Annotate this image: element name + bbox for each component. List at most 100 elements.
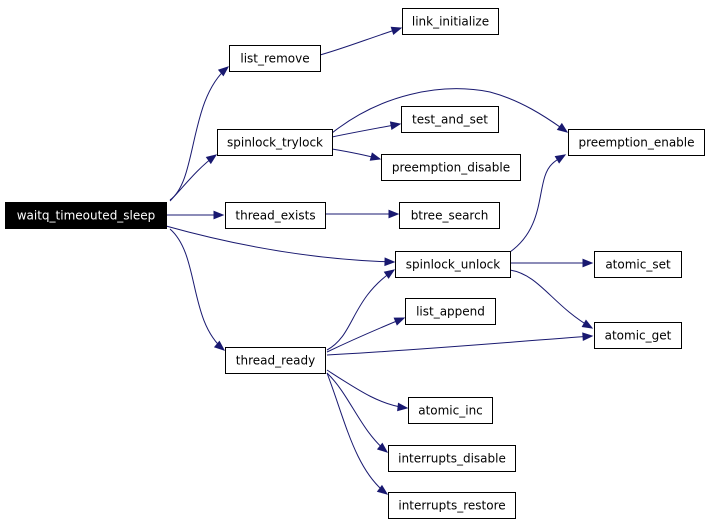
edge-thread_ready-to-interrupts_restore [326,372,389,495]
edge-line [326,369,408,409]
node-box [395,251,511,278]
node-box [568,129,705,156]
node-label: spinlock_trylock [227,136,323,150]
node-label: test_and_set [412,113,488,127]
node-thread_exists[interactable]: thread_exists [225,202,326,229]
node-box [401,106,499,133]
edge-line [319,27,402,56]
edge-line [326,372,388,453]
node-box [388,445,516,472]
edge-line [165,225,395,263]
arrow-head-icon [556,122,569,133]
arrow-head-icon [393,317,406,326]
edge-line [326,335,593,356]
edge-thread_exists-to-btree_search [325,209,400,219]
node-box [225,202,326,229]
call-graph-edges [165,26,594,495]
node-interrupts_disable[interactable]: interrupts_disable [388,445,516,472]
node-box [381,154,521,181]
node-box [594,251,682,278]
edge-line [169,228,225,351]
node-box [217,129,333,156]
node-label: thread_ready [236,354,315,368]
node-spinlock_trylock[interactable]: spinlock_trylock [217,129,333,156]
arrow-head-icon [383,269,396,279]
edge-waitq_timeouted_sleep-to-thread_ready [169,228,226,351]
edge-thread_ready-to-list_append [326,317,406,353]
arrow-head-icon [217,66,230,77]
node-atomic_set[interactable]: atomic_set [594,251,682,278]
edge-line [326,372,388,495]
arrow-head-icon [213,340,226,351]
node-label: waitq_timeouted_sleep [17,209,156,223]
edge-spinlock_trylock-to-preemption_enable [331,88,569,134]
node-box [399,202,500,229]
node-spinlock_unlock[interactable]: spinlock_unlock [395,251,511,278]
node-box [229,45,321,72]
node-label: spinlock_unlock [406,258,501,272]
edge-spinlock_unlock-to-atomic_set [510,258,594,268]
edge-thread_ready-to-atomic_inc [326,369,409,412]
arrow-head-icon [554,154,567,164]
node-test_and_set[interactable]: test_and_set [401,106,499,133]
node-label: atomic_get [605,329,672,343]
call-graph-nodes: waitq_timeouted_sleep list_remove link_ini… [5,8,705,519]
edge-spinlock_unlock-to-atomic_get [509,269,594,329]
node-label: interrupts_disable [398,452,506,466]
arrow-head-icon [376,442,389,453]
arrow-head-icon [205,154,218,165]
edge-thread_ready-to-interrupts_disable [326,372,389,453]
arrow-head-icon [582,258,594,268]
node-label: interrupts_restore [398,499,505,513]
arrow-head-icon [376,484,389,495]
node-label: preemption_disable [392,161,510,175]
node-thread_ready[interactable]: thread_ready [225,347,326,374]
node-label: link_initialize [412,15,489,29]
node-atomic_get[interactable]: atomic_get [594,322,682,349]
edge-spinlock_trylock-to-test_and_set [331,121,402,138]
edge-spinlock_unlock-to-preemption_enable [509,154,567,253]
node-preemption_disable[interactable]: preemption_disable [381,154,521,181]
arrow-head-icon [582,332,594,342]
node-waitq_timeouted_sleep[interactable]: waitq_timeouted_sleep [5,202,167,229]
edge-thread_ready-to-atomic_get [326,332,594,356]
node-link_initialize[interactable]: link_initialize [402,8,499,35]
node-label: btree_search [411,209,489,223]
node-box [594,322,682,349]
node-box [225,347,326,374]
edge-line [326,269,395,351]
node-box [5,202,167,229]
node-box [405,298,496,325]
node-label: thread_exists [235,209,315,223]
edge-line [169,154,217,202]
node-label: preemption_enable [578,136,694,150]
arrow-head-icon [388,209,400,219]
node-atomic_inc[interactable]: atomic_inc [408,397,493,424]
node-label: atomic_set [605,258,671,272]
node-label: atomic_inc [418,404,483,418]
node-box [388,492,516,519]
arrow-head-icon [369,152,382,161]
edge-spinlock_trylock-to-preemption_disable [331,148,382,161]
node-label: list_append [416,305,485,319]
edge-list_remove-to-link_initialize [319,26,403,56]
edge-line [331,88,568,134]
node-list_append[interactable]: list_append [405,298,496,325]
node-btree_search[interactable]: btree_search [399,202,500,229]
node-interrupts_restore[interactable]: interrupts_restore [388,492,516,519]
node-box [408,397,493,424]
node-list_remove[interactable]: list_remove [229,45,321,72]
node-preemption_enable[interactable]: preemption_enable [568,129,705,156]
node-label: list_remove [240,52,309,66]
edge-line [326,317,405,353]
arrow-head-icon [581,319,594,329]
edge-thread_ready-to-spinlock_unlock [326,269,396,351]
arrow-head-icon [397,402,409,412]
node-box [402,8,499,35]
arrow-head-icon [213,210,225,220]
arrow-head-icon [390,26,403,36]
edge-waitq_timeouted_sleep-to-spinlock_unlock [165,225,396,267]
edge-line [169,66,229,201]
arrow-head-icon [389,121,402,130]
